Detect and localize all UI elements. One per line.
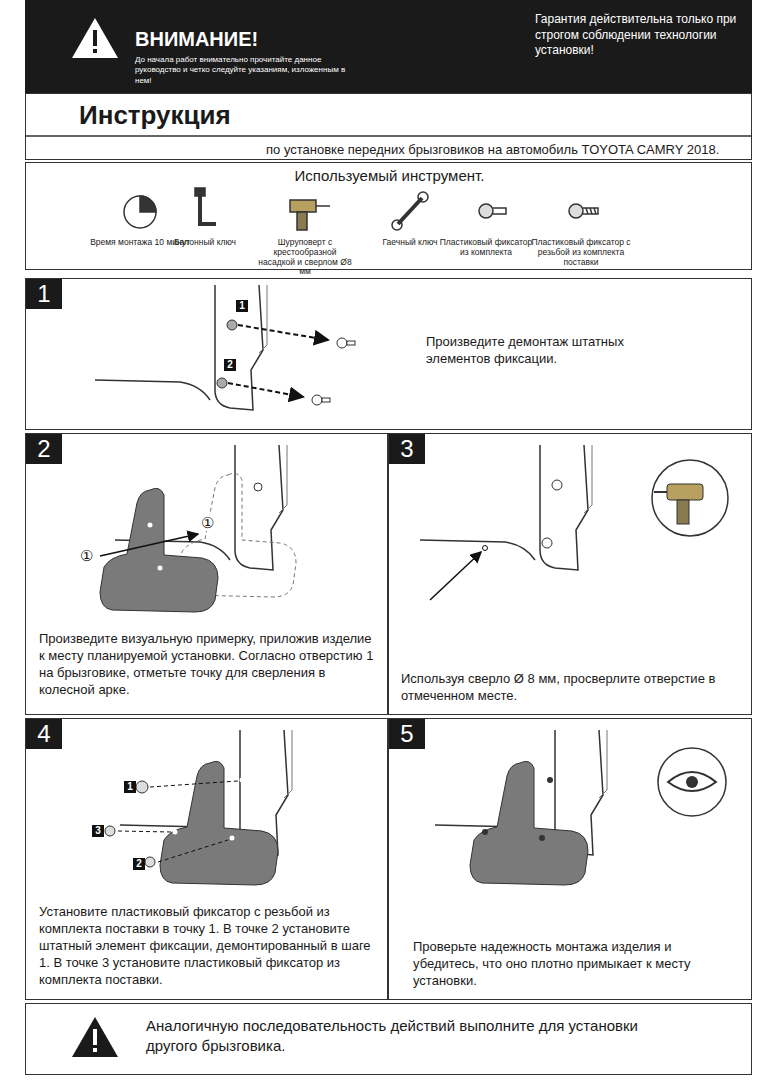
section-box: 4Установите пластиковый фиксатор с резьб… [25, 718, 388, 1000]
callout-number: 1 [124, 781, 136, 793]
mudflap [100, 488, 218, 612]
callout-number: 2 [133, 858, 145, 870]
car-pillar [95, 285, 267, 410]
body-text: Установите пластиковый фиксатор с резьбо… [39, 904, 379, 988]
tool-caption: Пластиковый фиксатор с резьбой из компле… [531, 238, 631, 267]
title-rule [25, 135, 752, 137]
body-text: Используемый инструмент. [26, 167, 753, 184]
step-number: 2 [26, 434, 62, 464]
step-number: 5 [389, 719, 425, 749]
warning-banner: ВНИМАНИЕ! До начала работ внимательно про… [25, 0, 752, 93]
step5-illustration [435, 730, 726, 885]
tool-caption: Шуруповерт с крестообразной насадкой и с… [255, 238, 355, 277]
body-text: Используя сверло Ø 8 мм, просверлите отв… [401, 671, 741, 705]
tool-caption: Балонный ключ [155, 238, 255, 248]
tool-caption: Пластиковый фиксатор из комплекта [436, 238, 536, 258]
callout-number: 1 [236, 300, 248, 312]
body-text: ВНИМАНИЕ! [135, 28, 355, 51]
step-number: 3 [389, 434, 425, 464]
step-number: 4 [26, 719, 62, 749]
step2-illustration [100, 445, 296, 612]
warning-icon [72, 18, 118, 58]
body-text: Произведите визуальную примерку, приложи… [39, 631, 379, 699]
header-band [25, 0, 752, 93]
section-box: 1Произведите демонтаж штатных элементов … [25, 278, 752, 430]
callout-number: 2 [224, 359, 236, 371]
car-pillar [420, 445, 592, 570]
note-box: Аналогичную последовательность действий … [25, 1003, 752, 1075]
callout-number: 3 [92, 825, 104, 837]
callout-number: ① [80, 548, 93, 564]
title-text: Инструкция [79, 100, 479, 131]
body-text: Аналогичную последовательность действий … [146, 1016, 646, 1055]
section-box: 5Проверьте надежность монтажа изделия и … [388, 718, 752, 1000]
body-text: по установке передних брызговиков на авт… [266, 142, 746, 157]
warning-icon [72, 1017, 118, 1057]
section-box: 3Используя сверло Ø 8 мм, просверлите от… [388, 433, 752, 715]
body-text: Гарантия действительна только при строго… [535, 12, 745, 59]
mudflap [470, 761, 588, 885]
mudflap [160, 761, 278, 885]
step3-illustration [420, 445, 728, 600]
section-box: Используемый инструмент. [25, 162, 752, 270]
body-text: Проверьте надежность монтажа изделия и у… [413, 939, 733, 990]
section-box: 2Произведите визуальную примерку, прилож… [25, 433, 388, 715]
body-text: Произведите демонтаж штатных элементов ф… [426, 334, 651, 368]
body-text: До начала работ внимательно прочитайте д… [135, 55, 350, 86]
step4-illustration [105, 730, 292, 885]
callout-number: ① [201, 515, 214, 531]
step-number: 1 [26, 279, 62, 309]
tool-icons [124, 188, 598, 230]
section-box: Инструкция по установке передних брызгови… [25, 93, 752, 160]
step1-illustration [95, 285, 355, 410]
